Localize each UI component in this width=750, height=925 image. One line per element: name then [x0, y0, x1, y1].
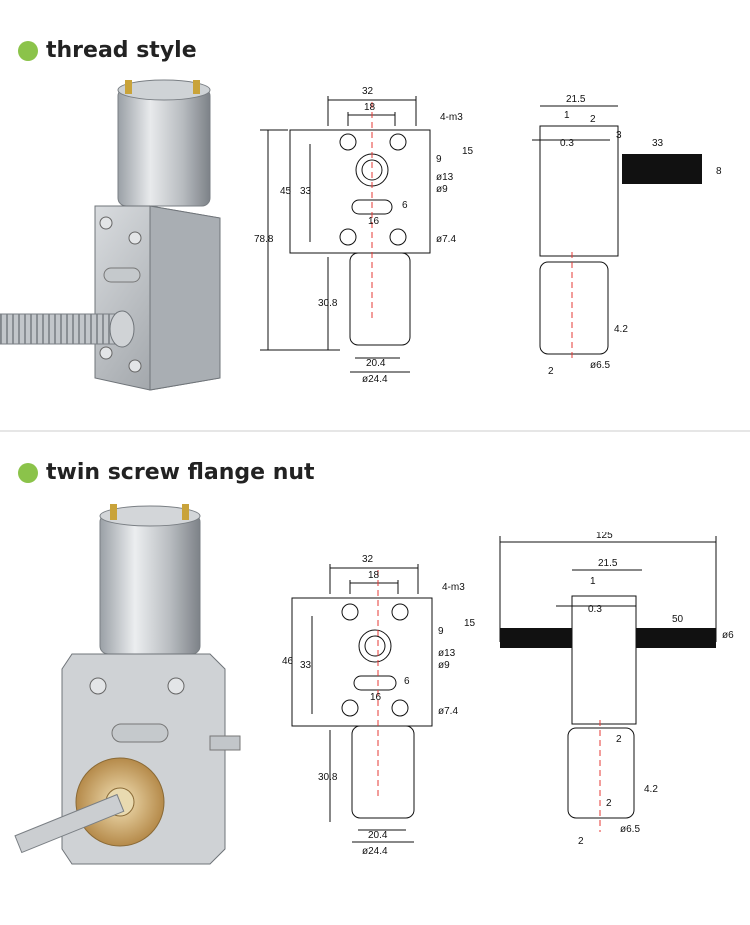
- dim-label: 15: [462, 146, 474, 157]
- dim-label: 32: [362, 554, 374, 565]
- dim-label: ø9: [438, 660, 450, 671]
- dim-label: 2: [606, 798, 612, 809]
- side-view-drawing: 21.5 1 2 0.3 3 33 8 4.2 2 ø6.5: [532, 94, 722, 377]
- side-view-drawing: 125 21.5 1 0.3 50 ø6 2 4.2 2 2 ø6.5: [499, 532, 734, 847]
- dim-label: 33: [652, 138, 664, 149]
- dim-label: 2: [548, 366, 554, 377]
- dim-label: 2: [578, 836, 584, 847]
- dim-label: 1: [564, 110, 570, 121]
- product-photo-flange-nut: [14, 504, 241, 865]
- bullet-icon: [18, 462, 38, 483]
- dim-label: ø13: [436, 172, 454, 183]
- section-divider: [0, 430, 750, 432]
- dim-label: 9: [436, 154, 442, 165]
- dim-label: 30.8: [318, 298, 338, 309]
- dim-label: 50: [672, 614, 684, 625]
- dim-label: ø24.4: [362, 374, 388, 385]
- dim-label: 45: [280, 186, 292, 197]
- dim-label: 4.2: [614, 324, 628, 335]
- dim-label: 21.5: [598, 558, 618, 569]
- dim-label: 8: [716, 166, 722, 177]
- dim-label: 1: [590, 576, 596, 587]
- dim-label: 18: [368, 570, 380, 581]
- dim-label: 15: [464, 618, 476, 629]
- dim-label: 4.2: [644, 784, 658, 795]
- dim-label: ø6.5: [620, 824, 640, 835]
- dim-label: 30.8: [318, 772, 338, 783]
- dim-label: ø7.4: [436, 234, 456, 245]
- dim-label: 6: [402, 200, 408, 211]
- bullet-icon: [18, 40, 38, 61]
- dim-label: 2: [616, 734, 622, 745]
- dim-label: 125: [596, 532, 613, 541]
- dim-label: 78.8: [254, 234, 274, 245]
- dim-label: 33: [300, 186, 312, 197]
- dim-label: 20.4: [366, 358, 386, 369]
- dim-label: ø6: [722, 630, 734, 641]
- dim-label: ø13: [438, 648, 456, 659]
- dim-label: 0.3: [560, 138, 574, 149]
- section-thread-style: thread style: [0, 0, 750, 431]
- heading-text: twin screw flange nut: [46, 460, 315, 485]
- section-twin-screw-flange-nut: twin screw flange nut: [0, 432, 750, 925]
- dim-label: ø24.4: [362, 846, 388, 857]
- dim-label: 0.3: [588, 604, 602, 615]
- dim-label: ø7.4: [438, 706, 458, 717]
- dim-label: 18: [364, 102, 376, 113]
- dim-label: 33: [300, 660, 312, 671]
- dim-label: 2: [590, 114, 596, 125]
- dim-label: 21.5: [566, 94, 586, 105]
- dim-label: 16: [370, 692, 382, 703]
- dim-label: 32: [362, 86, 374, 97]
- dim-label: ø6.5: [590, 360, 610, 371]
- dim-label: 3: [616, 130, 622, 141]
- dim-label: ø9: [436, 184, 448, 195]
- product-photo-thread-style: [0, 79, 221, 391]
- dim-label: 4-m3: [440, 112, 463, 123]
- dim-label: 9: [438, 626, 444, 637]
- front-view-drawing: 32 18 4-m3 15 9 ø13 ø9 46 33 6 16 ø7.4 3…: [282, 554, 476, 857]
- dim-label: 20.4: [368, 830, 388, 841]
- dim-label: 16: [368, 216, 380, 227]
- dim-label: 4-m3: [442, 582, 465, 593]
- section-heading: twin screw flange nut: [18, 460, 315, 485]
- dim-label: 6: [404, 676, 410, 687]
- front-view-drawing: 32 18 4-m3 15 9 ø13 ø9 45 33 6 16 ø7.4 7…: [254, 86, 474, 385]
- dim-label: 46: [282, 656, 294, 667]
- heading-text: thread style: [46, 38, 197, 63]
- section-heading: thread style: [18, 38, 197, 63]
